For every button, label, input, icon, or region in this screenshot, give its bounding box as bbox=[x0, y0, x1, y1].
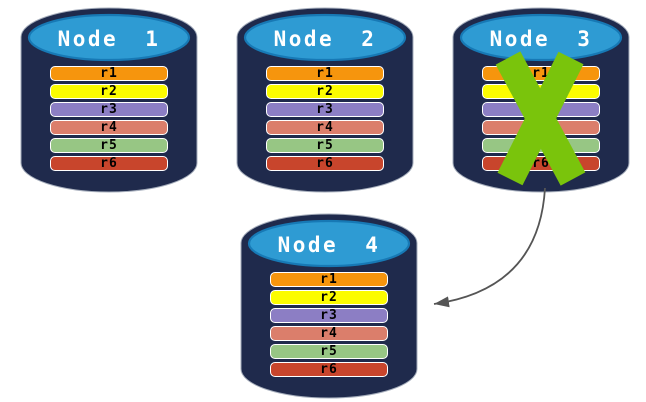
record-bar: r1 bbox=[270, 272, 388, 287]
record-bar: r4 bbox=[270, 326, 388, 341]
record-bar: r2 bbox=[270, 290, 388, 305]
record-bar: r5 bbox=[50, 138, 168, 153]
record-bar: r4 bbox=[266, 120, 384, 135]
cylinder-lid bbox=[27, 13, 191, 62]
record-stack: r1 r2 r3 r4 r5 r6 bbox=[50, 66, 168, 174]
record-bar: r1 bbox=[266, 66, 384, 81]
record-bar: r4 bbox=[482, 120, 600, 135]
record-bar: r6 bbox=[482, 156, 600, 171]
node-4: Node 4 r1 r2 r3 r4 r5 r6 bbox=[240, 210, 418, 402]
record-bar: r3 bbox=[50, 102, 168, 117]
record-bar: r1 bbox=[482, 66, 600, 81]
record-bar: r3 bbox=[266, 102, 384, 117]
node-2: Node 2 r1 r2 r3 r4 r5 r6 bbox=[236, 4, 414, 196]
record-bar: r6 bbox=[50, 156, 168, 171]
record-stack: r1 r2 r3 r4 r5 r6 bbox=[270, 272, 388, 380]
node-label: Node 2 bbox=[273, 27, 377, 51]
record-stack: r1 r2 r3 r4 r5 r6 bbox=[482, 66, 600, 174]
arrow-curve bbox=[433, 187, 546, 308]
record-bar: r5 bbox=[266, 138, 384, 153]
record-bar: r3 bbox=[482, 102, 600, 117]
record-bar: r6 bbox=[270, 362, 388, 377]
node-label: Node 3 bbox=[489, 27, 593, 51]
record-bar: r2 bbox=[50, 84, 168, 99]
record-bar: r4 bbox=[50, 120, 168, 135]
node-label: Node 1 bbox=[57, 27, 161, 51]
record-bar: r2 bbox=[266, 84, 384, 99]
cylinder-lid bbox=[247, 219, 411, 268]
record-bar: r6 bbox=[266, 156, 384, 171]
record-bar: r5 bbox=[482, 138, 600, 153]
record-bar: r2 bbox=[482, 84, 600, 99]
node-label: Node 4 bbox=[277, 233, 381, 257]
record-bar: r5 bbox=[270, 344, 388, 359]
record-stack: r1 r2 r3 r4 r5 r6 bbox=[266, 66, 384, 174]
node-3: Node 3 r1 r2 r3 r4 r5 r6 bbox=[452, 4, 630, 196]
record-bar: r3 bbox=[270, 308, 388, 323]
record-bar: r1 bbox=[50, 66, 168, 81]
node-1: Node 1 r1 r2 r3 r4 r5 r6 bbox=[20, 4, 198, 196]
cylinder-lid bbox=[243, 13, 407, 62]
